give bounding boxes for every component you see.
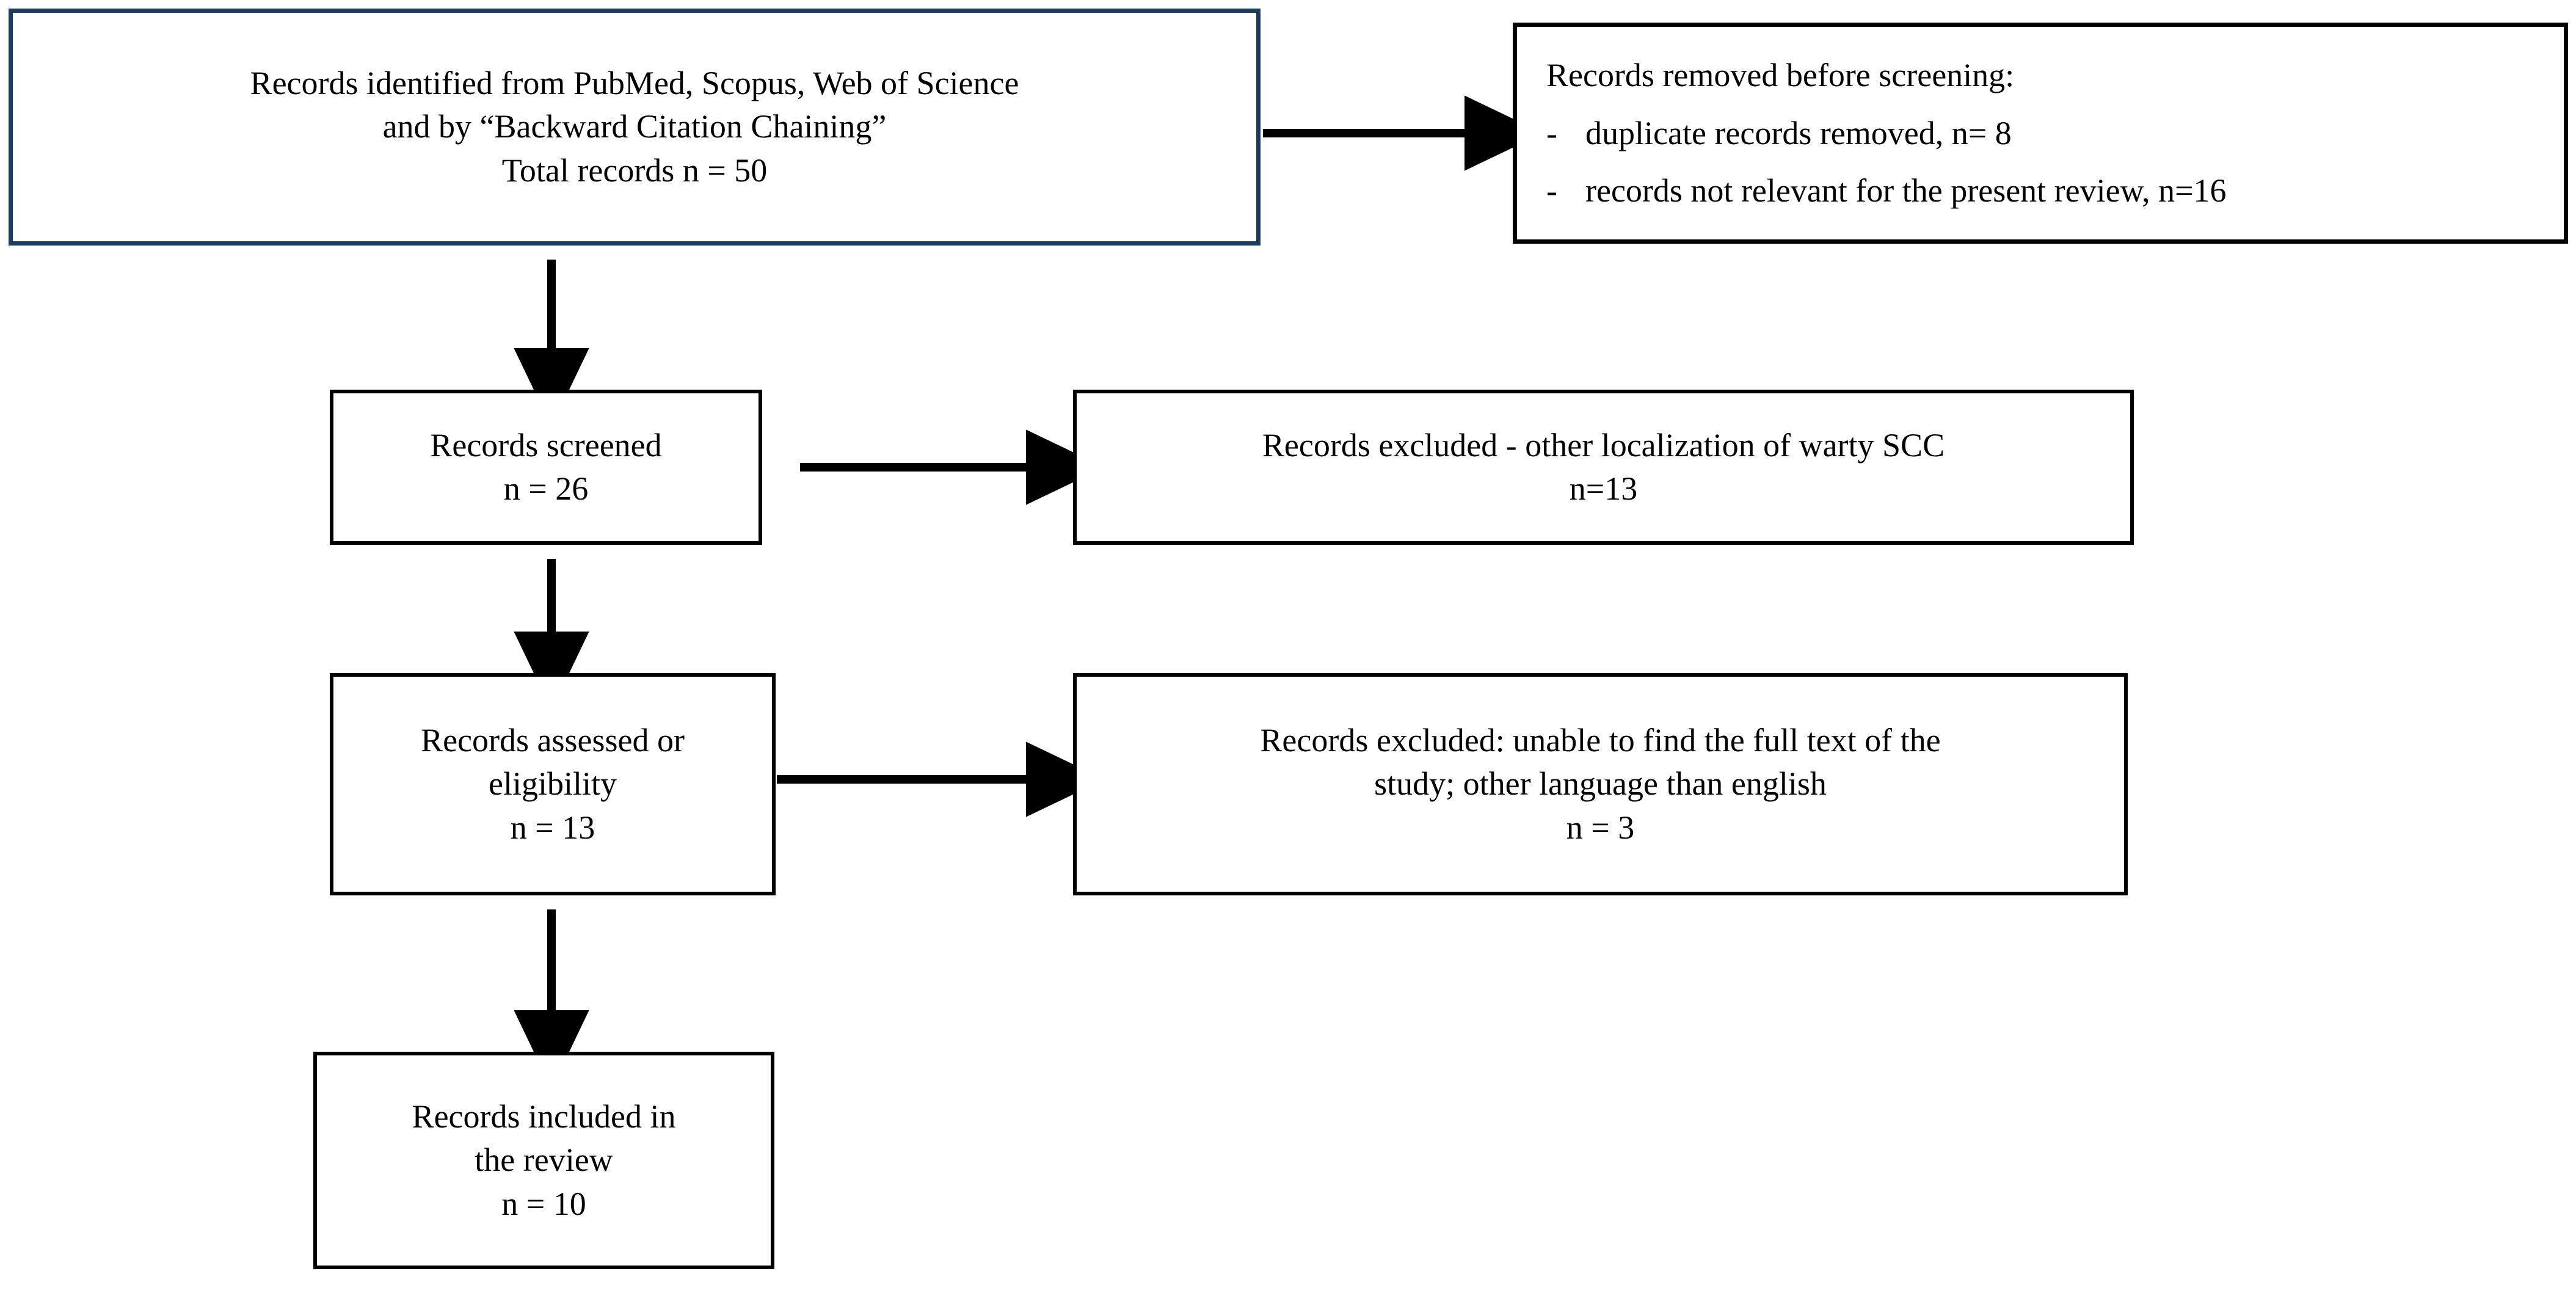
records-included-line-3: n = 10 bbox=[501, 1185, 586, 1222]
dash-bullet-icon: - bbox=[1546, 172, 1557, 209]
records-excluded-fulltext-line-3: n = 3 bbox=[1566, 809, 1635, 846]
records-removed-heading: Records removed before screening: bbox=[1546, 57, 2015, 94]
records-identified-line-1: Records identified from PubMed, Scopus, … bbox=[250, 65, 1019, 102]
records-removed-item-1: - duplicate records removed, n= 8 bbox=[1538, 111, 2543, 155]
records-assessed-line-3: n = 13 bbox=[510, 809, 595, 846]
records-identified-line-2: and by “Backward Citation Chaining” bbox=[382, 108, 887, 145]
records-excluded-fulltext-box: Records excluded: unable to find the ful… bbox=[1073, 673, 2128, 895]
records-removed-item-2-label: records not relevant for the present rev… bbox=[1585, 172, 2227, 209]
records-identified-line-3: Total records n = 50 bbox=[501, 151, 768, 189]
records-included-line-2: the review bbox=[475, 1142, 613, 1179]
records-assessed-line-1: Records assessed or bbox=[421, 722, 685, 759]
records-excluded-localization-line-1: Records excluded - other localization of… bbox=[1262, 426, 1945, 464]
records-assessed-box: Records assessed or eligibility n = 13 bbox=[330, 673, 776, 895]
records-removed-item-2: - records not relevant for the present r… bbox=[1538, 169, 2543, 213]
records-excluded-fulltext-line-1: Records excluded: unable to find the ful… bbox=[1260, 722, 1941, 759]
dash-bullet-icon: - bbox=[1546, 114, 1557, 151]
records-included-box: Records included in the review n = 10 bbox=[313, 1052, 774, 1269]
records-assessed-line-2: eligibility bbox=[489, 765, 617, 803]
records-excluded-localization-line-2: n=13 bbox=[1569, 470, 1638, 507]
records-included-line-1: Records included in bbox=[412, 1098, 676, 1135]
records-screened-box: Records screened n = 26 bbox=[330, 390, 762, 545]
records-identified-box: Records identified from PubMed, Scopus, … bbox=[9, 9, 1261, 246]
records-excluded-fulltext-line-2: study; other language than english bbox=[1374, 765, 1827, 803]
records-screened-line-1: Records screened bbox=[430, 426, 662, 464]
records-removed-item-1-label: duplicate records removed, n= 8 bbox=[1585, 114, 2012, 151]
records-screened-line-2: n = 26 bbox=[503, 470, 589, 507]
records-removed-box: Records removed before screening: - dupl… bbox=[1513, 23, 2568, 244]
records-excluded-localization-box: Records excluded - other localization of… bbox=[1073, 390, 2134, 545]
